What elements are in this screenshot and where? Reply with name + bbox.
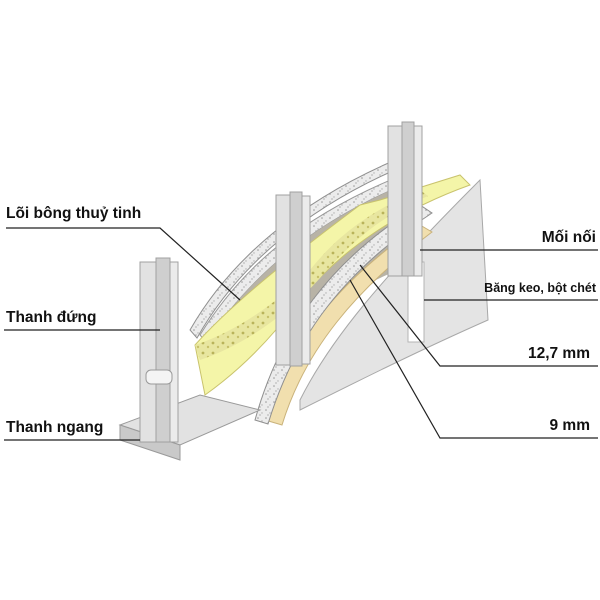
front-board-face — [299, 178, 489, 411]
label-board-12-7: 12,7 mm — [528, 345, 590, 362]
glass-wool-edge — [195, 190, 428, 360]
vertical-stud-1 — [139, 257, 179, 443]
vertical-stud-2 — [275, 191, 311, 367]
label-horizontal-track: Thanh ngang — [6, 419, 103, 436]
leader-glass-wool-core — [6, 227, 241, 301]
label-board-9: 9 mm — [550, 417, 591, 434]
label-joint: Mối nối — [542, 229, 596, 246]
vertical-stud-3 — [387, 121, 423, 277]
label-vertical-stud: Thanh đứng — [6, 309, 96, 326]
label-glass-wool-core: Lõi bông thuỷ tinh — [6, 205, 141, 222]
leader-9 — [349, 279, 598, 439]
label-tape-compound: Băng keo, bột chét — [484, 281, 597, 295]
leader-12-7 — [359, 264, 598, 367]
